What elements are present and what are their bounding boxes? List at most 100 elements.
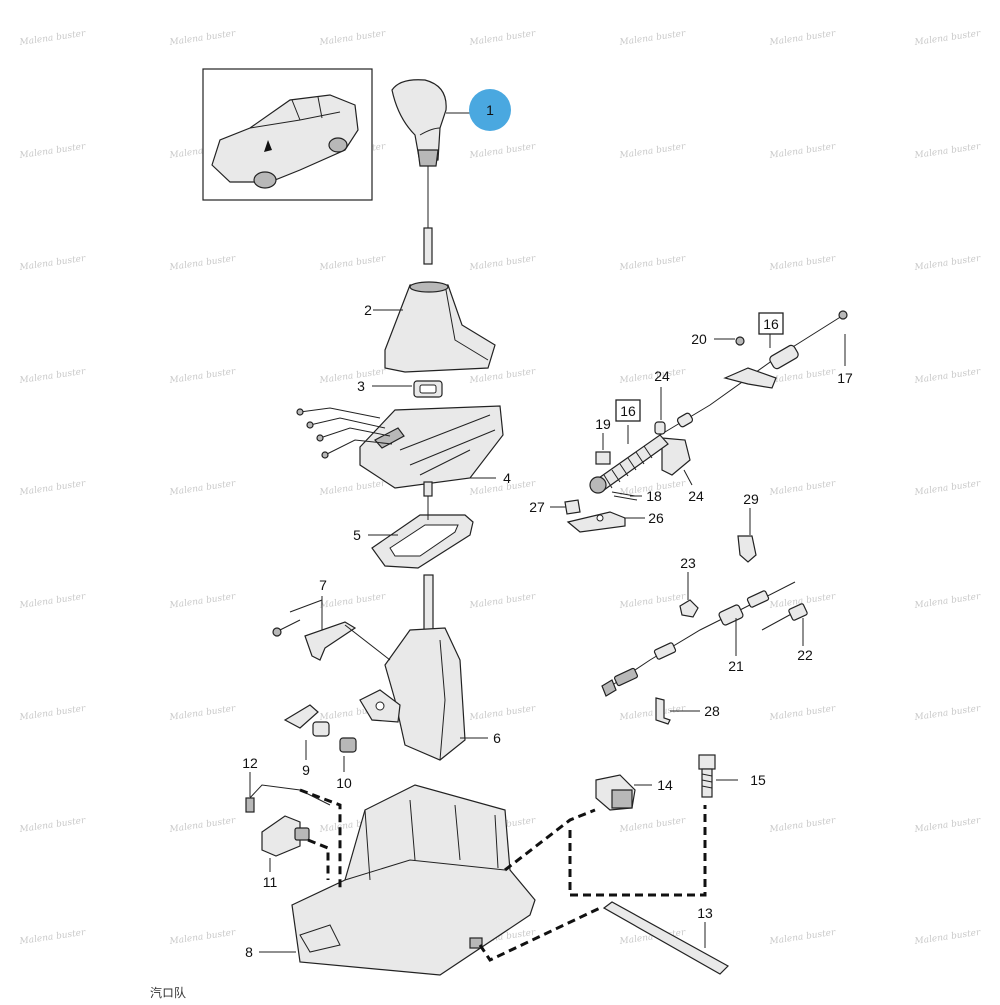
watermark-text: Malena buster bbox=[318, 592, 387, 611]
selector-lever bbox=[359, 496, 466, 761]
callout-22: 22 bbox=[797, 647, 813, 663]
watermark-text: Malena buster bbox=[913, 254, 982, 273]
cable-bracket bbox=[655, 697, 671, 725]
watermark-text: Malena buster bbox=[768, 254, 837, 273]
callout-20: 20 bbox=[691, 331, 707, 347]
watermark-text: Malena buster bbox=[18, 479, 87, 498]
callout-5: 5 bbox=[353, 527, 361, 543]
watermark-text: Malena buster bbox=[18, 592, 87, 611]
shift-boot bbox=[384, 281, 496, 373]
watermark-text: Malena buster bbox=[768, 704, 837, 723]
callout-12: 12 bbox=[242, 755, 258, 771]
highlight-marker bbox=[469, 89, 511, 131]
callout-17: 17 bbox=[837, 370, 853, 386]
watermark-text: Malena buster bbox=[168, 816, 237, 835]
callout-2: 2 bbox=[364, 302, 372, 318]
route-14 bbox=[504, 808, 596, 872]
callout-28: 28 bbox=[704, 703, 720, 719]
callout-21: 21 bbox=[728, 658, 744, 674]
route-11 bbox=[307, 838, 330, 880]
wiring-bracket bbox=[245, 784, 331, 813]
route-13 bbox=[478, 906, 601, 962]
watermark-text: Malena buster bbox=[618, 704, 687, 723]
connecting-rod bbox=[602, 901, 729, 975]
watermark-text: Malena buster bbox=[318, 367, 387, 386]
watermark-text: Malena buster bbox=[168, 592, 237, 611]
watermark-text: Malena buster bbox=[468, 367, 537, 386]
lever-plate bbox=[564, 491, 638, 533]
watermark-text: Malena buster bbox=[318, 29, 387, 48]
watermark-text: Malena buster bbox=[913, 928, 982, 947]
spring-cable-end bbox=[589, 421, 669, 494]
callout-26: 26 bbox=[648, 510, 664, 526]
watermark-text: Malena buster bbox=[168, 479, 237, 498]
watermark-text: Malena buster bbox=[168, 29, 237, 48]
callout-16a: 16 bbox=[763, 316, 779, 332]
watermark-text: Malena buster bbox=[768, 29, 837, 48]
callout-4: 4 bbox=[503, 470, 511, 486]
watermark-text: Malena buster bbox=[768, 928, 837, 947]
connector-block bbox=[595, 774, 636, 811]
lock-bracket bbox=[272, 619, 391, 661]
bushing bbox=[339, 737, 357, 753]
callout-27: 27 bbox=[529, 499, 545, 515]
callout-10: 10 bbox=[336, 775, 352, 791]
watermark-text: Malena buster bbox=[18, 704, 87, 723]
route-15 bbox=[568, 805, 707, 897]
frame-16b bbox=[615, 399, 641, 422]
watermark-text: Malena buster bbox=[913, 704, 982, 723]
callout-9: 9 bbox=[302, 762, 310, 778]
watermark-text: Malena buster bbox=[18, 367, 87, 386]
watermark-text: Malena buster bbox=[168, 704, 237, 723]
callout-1: 1 bbox=[486, 102, 494, 118]
watermark-text: Malena buster bbox=[913, 479, 982, 498]
watermark-text: Malena buster bbox=[18, 142, 87, 161]
watermark-text: Malena buster bbox=[468, 704, 537, 723]
watermark-text: Malena buster bbox=[913, 29, 982, 48]
watermark-text: Malena buster bbox=[468, 592, 537, 611]
watermark-text: Malena buster bbox=[618, 29, 687, 48]
seal-ring bbox=[413, 380, 443, 398]
cable-nut bbox=[679, 599, 699, 618]
watermark-text: Malena buster bbox=[318, 254, 387, 273]
callout-labels: 1 2 3 4 5 6 7 8 9 10 11 12 13 14 15 16 1… bbox=[242, 102, 853, 960]
cable-assembly-upper bbox=[659, 310, 848, 476]
shift-panel bbox=[296, 405, 504, 497]
callout-16b: 16 bbox=[620, 403, 636, 419]
callout-29: 29 bbox=[743, 491, 759, 507]
watermark-text: Malena buster bbox=[168, 254, 237, 273]
watermark-text: Malena buster bbox=[318, 479, 387, 498]
callout-3: 3 bbox=[357, 378, 365, 394]
watermark-text: Malena buster bbox=[768, 816, 837, 835]
watermark-text: Malena buster bbox=[618, 142, 687, 161]
callout-18: 18 bbox=[646, 488, 662, 504]
mounting-bolt bbox=[698, 754, 716, 798]
callout-7: 7 bbox=[319, 577, 327, 593]
route-12 bbox=[299, 788, 342, 890]
watermark-text: Malena buster bbox=[468, 142, 537, 161]
watermark-text: Malena buster bbox=[618, 367, 687, 386]
callout-15: 15 bbox=[750, 772, 766, 788]
watermark-text: Malena buster bbox=[913, 816, 982, 835]
watermark-text: Malena buster bbox=[468, 254, 537, 273]
watermark-text: Malena buster bbox=[913, 367, 982, 386]
retaining-clip bbox=[737, 535, 757, 563]
callout-24b: 24 bbox=[688, 488, 704, 504]
watermark-text: Malena buster bbox=[18, 29, 87, 48]
callout-11: 11 bbox=[263, 874, 278, 890]
watermark-text: Malena buster bbox=[913, 592, 982, 611]
leader-7 bbox=[289, 596, 323, 630]
switch-module bbox=[261, 815, 310, 857]
watermark-text: Malena buster bbox=[168, 928, 237, 947]
gear-selector-housing bbox=[291, 784, 536, 976]
leader-24b bbox=[683, 469, 693, 486]
gear-knob bbox=[391, 79, 447, 265]
watermark-text: Malena buster bbox=[768, 142, 837, 161]
panel-gasket bbox=[371, 514, 474, 569]
locking-pin bbox=[761, 603, 808, 631]
watermark-text: Malena buster bbox=[618, 254, 687, 273]
frame-16a bbox=[758, 312, 784, 335]
footer-caption: 汽ロ队 bbox=[150, 986, 187, 1000]
watermark-text: Malena buster bbox=[18, 816, 87, 835]
